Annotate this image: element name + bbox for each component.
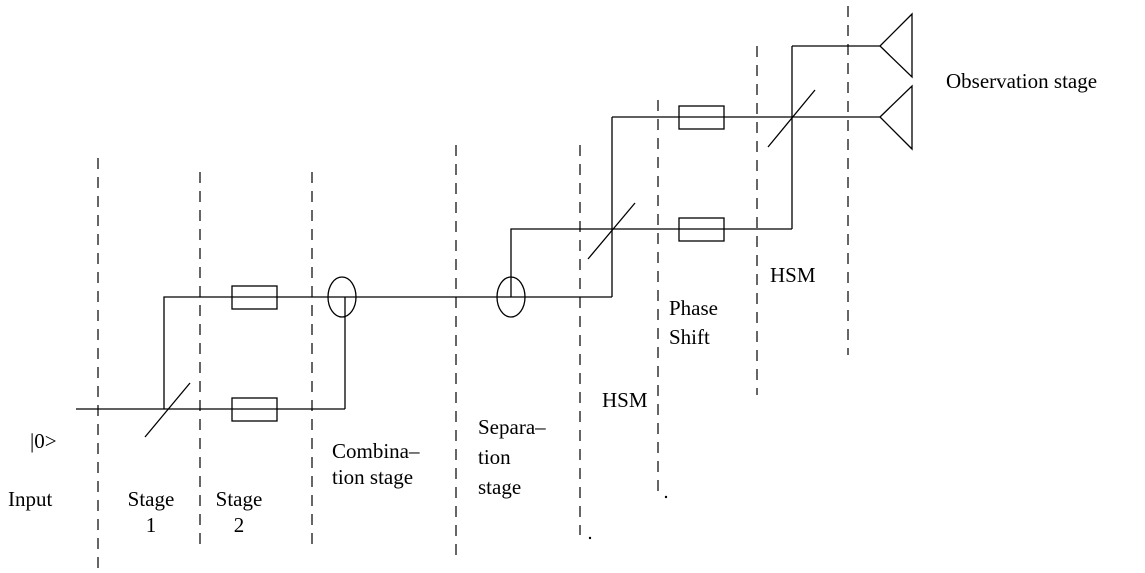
phase-element-lower-2 xyxy=(678,217,725,242)
upper-arm-1 xyxy=(163,296,345,409)
phase-shift-line-2: Shift xyxy=(669,325,710,349)
beam-splitter-hsm-1 xyxy=(587,202,636,260)
stage-1-label: Stage 1 xyxy=(115,486,187,538)
beam-splitter-hsm-2 xyxy=(767,89,816,148)
separation-line-1: Separa– xyxy=(478,415,546,439)
input-label: Input xyxy=(8,487,53,511)
ket-zero-label: |0> xyxy=(30,429,57,453)
phase-element-upper-2 xyxy=(678,105,725,130)
dot-marker-1 xyxy=(664,495,668,499)
combination-stage-label: Combina– tion stage xyxy=(332,438,420,490)
hsm-label-1: HSM xyxy=(602,388,648,412)
stage-1-line-2: 1 xyxy=(145,513,157,537)
separation-line-3: stage xyxy=(478,475,522,499)
stage-2-line-2: 2 xyxy=(233,513,245,537)
combination-line-2: tion stage xyxy=(332,465,414,489)
separation-line-2: tion xyxy=(478,445,511,469)
phase-element-lower-1 xyxy=(231,397,278,422)
beam-splitter-1 xyxy=(144,382,191,438)
observation-stage-label: Observation stage xyxy=(946,69,1098,93)
stage-2-line-1: Stage xyxy=(215,487,263,511)
phase-shift-label: Phase Shift xyxy=(669,294,718,352)
stage-2-label: Stage 2 xyxy=(203,486,275,538)
combination-line-1: Combina– xyxy=(332,439,420,463)
separator-upper-path xyxy=(510,228,792,297)
stage-1-line-1: Stage xyxy=(127,487,175,511)
phase-shift-line-1: Phase xyxy=(669,296,718,320)
detector-bottom xyxy=(879,84,913,151)
dot-marker-2 xyxy=(588,536,592,540)
detector-top xyxy=(879,12,913,79)
separation-stage-label: Separa– tion stage xyxy=(478,412,546,502)
phase-element-upper-1 xyxy=(231,285,278,310)
hsm-label-2: HSM xyxy=(770,263,816,287)
